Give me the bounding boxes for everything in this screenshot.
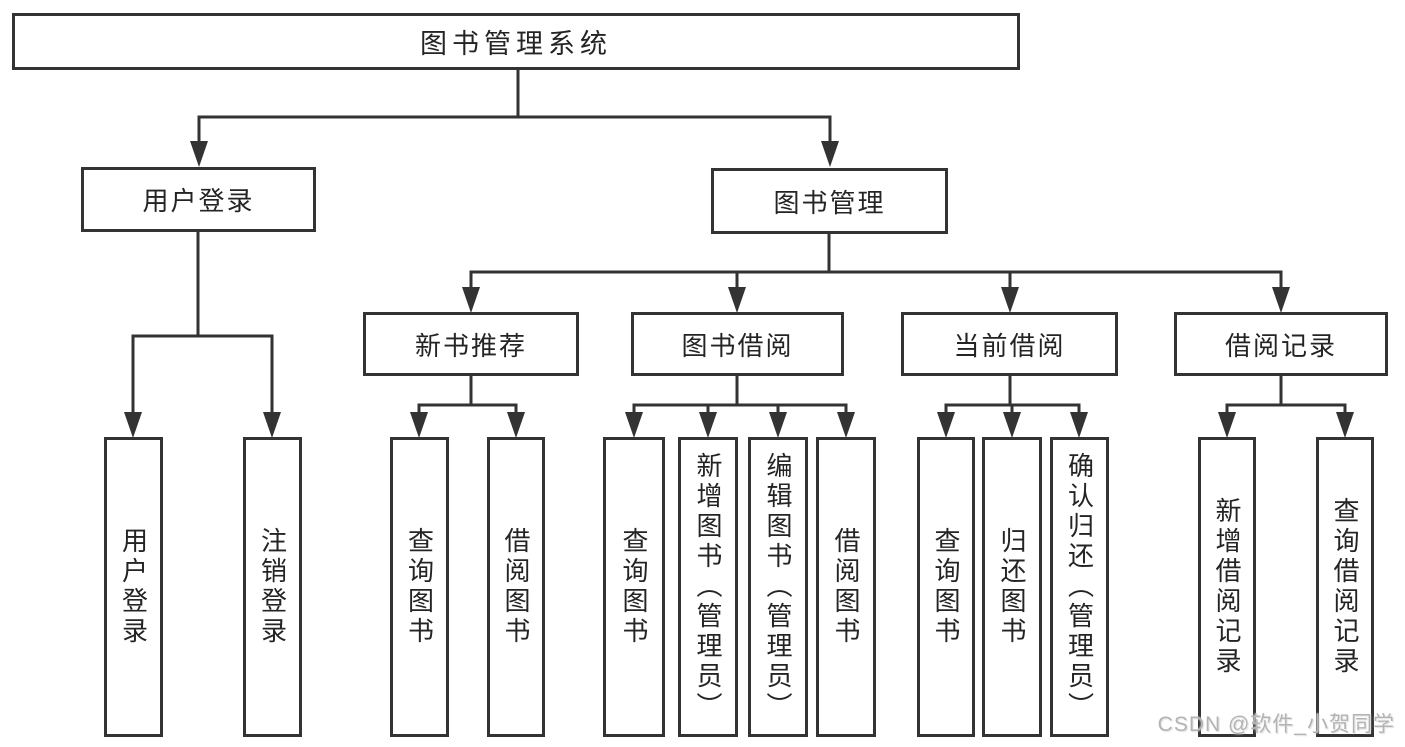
connector-new-book-recommend	[417, 376, 518, 415]
connector-borrow-records	[1225, 376, 1347, 415]
node-book-borrow: 图书借阅	[631, 312, 844, 376]
node-label: 查询借阅记录	[1330, 497, 1360, 677]
node-new-book-recommend: 新书推荐	[363, 312, 579, 376]
connector-user-login	[131, 232, 274, 415]
node-label: 借阅记录	[1224, 330, 1337, 361]
arrowheads-borrow-records	[1218, 412, 1354, 438]
node-label: 当前借阅	[953, 330, 1066, 361]
connector-root-to-level2	[197, 70, 832, 146]
node-leaf-return-books: 归还图书	[982, 437, 1042, 737]
node-leaf-edit-books-admin: 编辑图书（管理员）	[748, 437, 808, 737]
node-leaf-query-books-borrow: 查询图书	[603, 437, 665, 737]
node-label: 借阅图书	[501, 527, 531, 647]
node-book-management: 图书管理	[711, 168, 948, 234]
watermark: CSDN @软件_小贺同学	[1157, 713, 1395, 736]
node-user-login-group: 用户登录	[81, 167, 316, 232]
node-current-borrow: 当前借阅	[901, 312, 1118, 376]
node-label: 确认归还（管理员）	[1064, 452, 1095, 722]
node-label: 借阅图书	[831, 527, 861, 647]
connector-current-borrow	[944, 376, 1081, 415]
node-leaf-user-login: 用户登录	[104, 437, 163, 737]
connector-book-borrow	[632, 376, 848, 415]
node-label: 查询图书	[931, 527, 961, 647]
node-label: 图书借阅	[681, 330, 794, 361]
node-leaf-query-borrow-record: 查询借阅记录	[1316, 437, 1374, 737]
node-borrow-records: 借阅记录	[1174, 312, 1388, 376]
node-label: 图书管理系统	[420, 29, 612, 59]
node-leaf-query-books-recommend: 查询图书	[390, 437, 449, 737]
node-leaf-borrow-books: 借阅图书	[816, 437, 876, 737]
arrowheads-level2	[190, 141, 839, 167]
node-leaf-confirm-return-admin: 确认归还（管理员）	[1050, 437, 1109, 737]
connector-book-management	[469, 234, 1283, 290]
node-label: 查询图书	[619, 527, 649, 647]
node-label: 新增图书（管理员）	[693, 452, 723, 722]
arrowheads-current-borrow	[937, 412, 1088, 438]
node-label: 注销登录	[257, 527, 288, 647]
arrowheads-book-borrow	[625, 412, 855, 438]
node-label: 查询图书	[404, 527, 435, 647]
node-leaf-borrow-books-recommend: 借阅图书	[487, 437, 545, 737]
arrowheads-user-login	[124, 412, 281, 438]
node-label: 用户登录	[118, 527, 149, 647]
node-label: 图书管理	[773, 187, 886, 218]
arrowheads-new-book-recommend	[410, 412, 525, 438]
node-label: 新书推荐	[414, 330, 527, 361]
node-label: 用户登录	[142, 186, 255, 216]
node-leaf-logout: 注销登录	[243, 437, 302, 737]
node-label: 编辑图书（管理员）	[763, 452, 793, 722]
node-leaf-query-books-current: 查询图书	[917, 437, 975, 737]
node-leaf-add-borrow-record: 新增借阅记录	[1198, 437, 1256, 737]
node-label: 新增借阅记录	[1212, 497, 1242, 677]
arrowheads-level3	[462, 287, 1290, 313]
node-library-management-system: 图书管理系统	[12, 13, 1020, 70]
node-label: 归还图书	[997, 527, 1027, 647]
node-leaf-add-books-admin: 新增图书（管理员）	[678, 437, 738, 737]
